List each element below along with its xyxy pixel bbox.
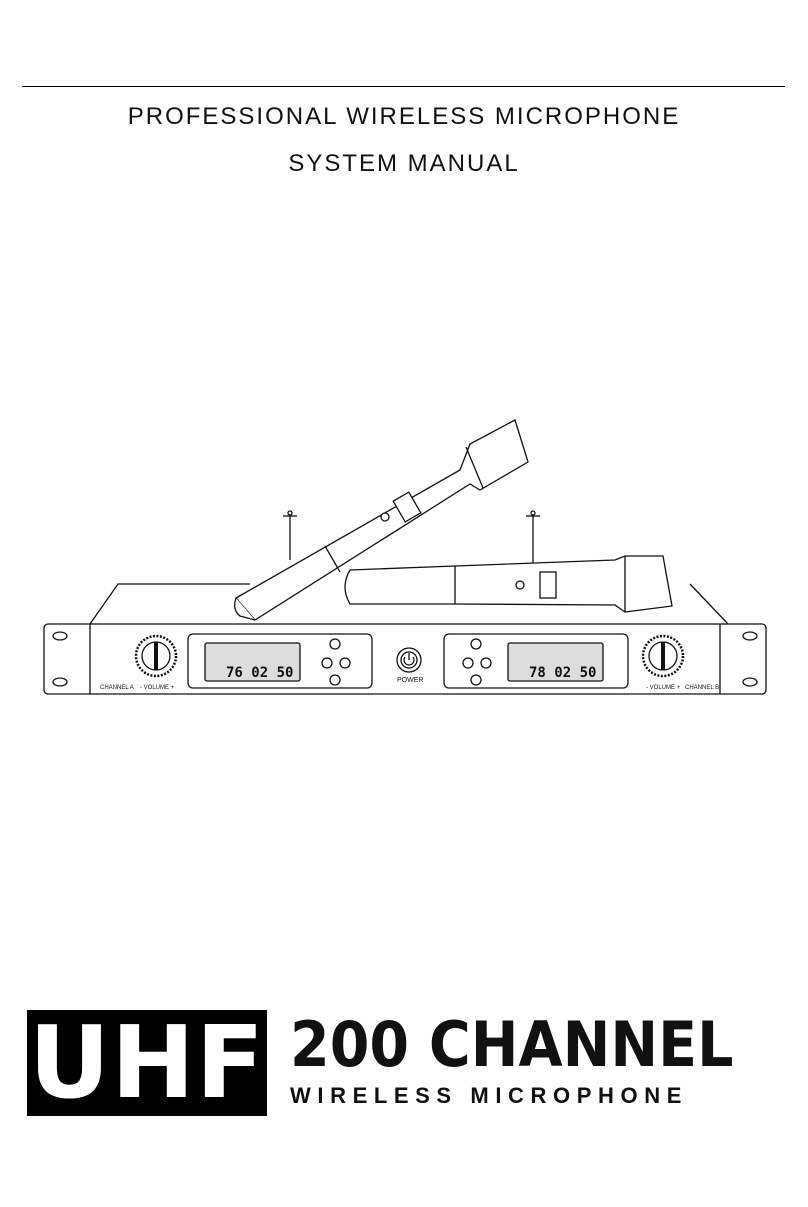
power-button-icon xyxy=(396,647,422,673)
power-label: POWER xyxy=(397,677,423,684)
volume-knob-b-icon xyxy=(641,634,685,678)
uhf-logo: UHF xyxy=(27,1010,267,1116)
product-name: 200 CHANNEL xyxy=(290,1008,734,1081)
header-rule xyxy=(22,86,785,87)
antenna-right-icon xyxy=(526,510,540,568)
manual-title-line2: SYSTEM MANUAL xyxy=(288,150,520,177)
volume-label-a: - VOLUME + xyxy=(140,685,175,691)
microphone-b-icon xyxy=(344,555,673,613)
manual-title-line1: PROFESSIONAL WIRELESS MICROPHONE xyxy=(127,103,681,130)
display-b-readout: 78 02 50 xyxy=(529,665,596,681)
channel-a-label: CHANNEL A xyxy=(100,685,134,691)
display-a-readout: 76 02 50 xyxy=(226,665,293,681)
display-panel-b xyxy=(443,633,629,689)
product-illustration: 76 02 50 78 02 50 CHANNEL A - VOLUME + -… xyxy=(43,419,767,695)
antenna-left-icon xyxy=(283,510,297,560)
channel-b-label: CHANNEL B xyxy=(685,685,719,691)
volume-knob-a-icon xyxy=(134,634,178,678)
display-panel-a xyxy=(187,633,373,689)
volume-label-b: - VOLUME + xyxy=(646,685,681,691)
product-subtitle: WIRELESS MICROPHONE xyxy=(290,1083,688,1108)
microphone-a-icon xyxy=(234,419,529,621)
